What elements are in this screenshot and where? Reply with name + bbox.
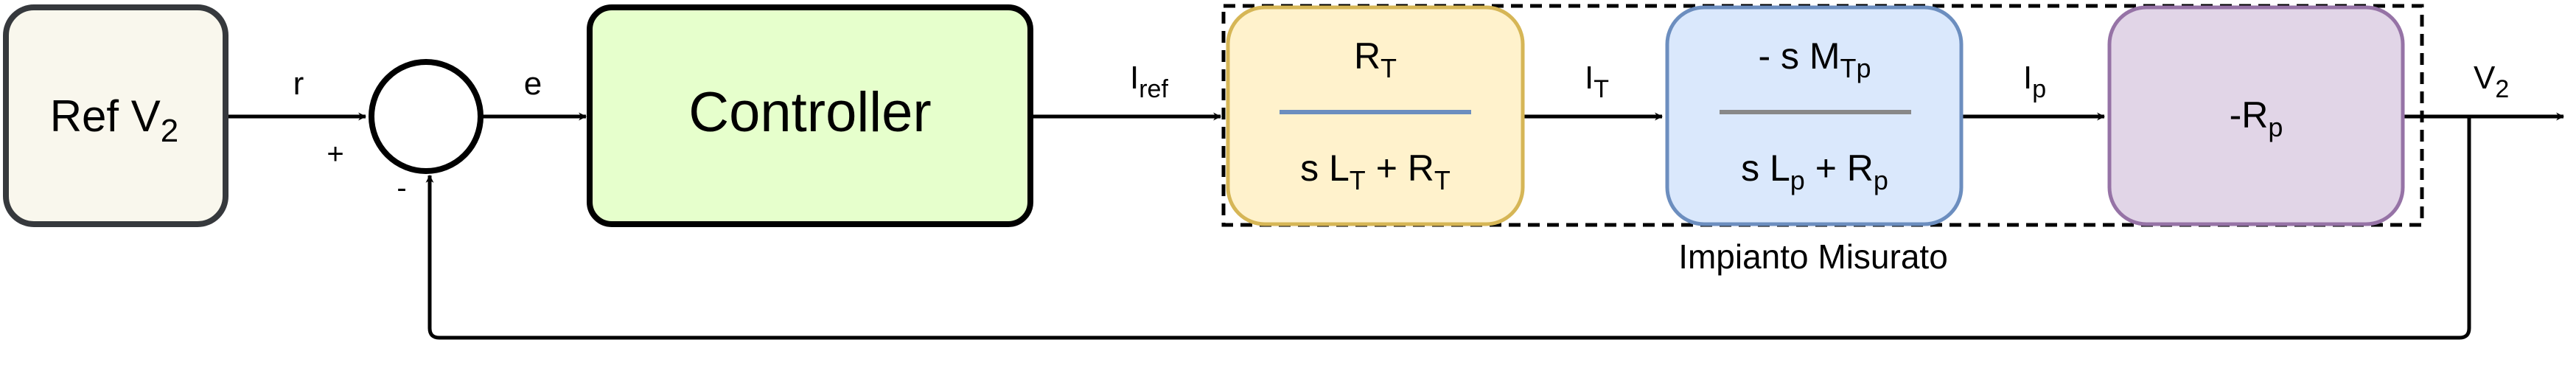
sum-plus-sign: + — [327, 138, 343, 170]
controller-label: Controller — [688, 81, 931, 144]
measured-plant-label: Impianto Misurato — [1678, 237, 1948, 276]
signal-label-iref: Iref — [1130, 60, 1168, 103]
reference-block — [3, 4, 228, 227]
summing-junction — [369, 59, 484, 174]
controller-block — [587, 4, 1033, 227]
signal-label-v2: V2 — [2474, 60, 2509, 103]
gain-label: -Rp — [2230, 94, 2283, 142]
signal-label-r: r — [293, 66, 304, 102]
transfer-t-numerator: RT — [1354, 35, 1397, 83]
feedback-path — [425, 117, 2471, 340]
sum-minus-sign: - — [397, 172, 406, 204]
signal-label-ip: Ip — [2023, 60, 2046, 103]
transfer-p-numerator: - s MTp — [1758, 35, 1871, 83]
transfer-p-denominator: s Lp + Rp — [1741, 147, 1888, 195]
reference-label: Ref V2 — [50, 91, 179, 149]
gain-block — [2107, 5, 2405, 226]
transfer-t-denominator: s LT + RT — [1300, 147, 1451, 195]
signal-label-it: IT — [1585, 60, 1609, 103]
signal-label-e: e — [524, 66, 542, 102]
transfer-function-t-block — [1226, 5, 1525, 226]
transfer-function-p-block — [1665, 5, 1964, 226]
